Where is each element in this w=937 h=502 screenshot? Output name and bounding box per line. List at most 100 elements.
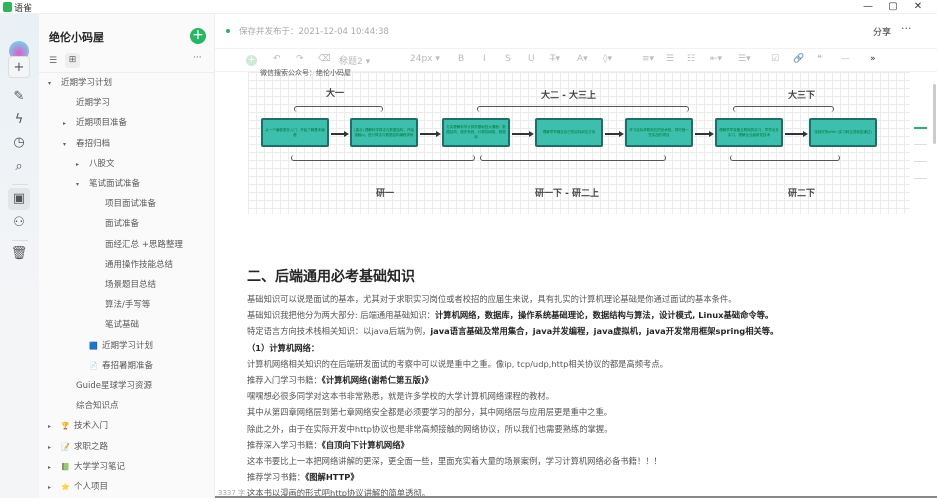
strikethrough-icon[interactable]: S xyxy=(505,54,511,64)
tree-item[interactable]: ▸近期项目准备 xyxy=(39,117,215,133)
close-button[interactable]: ✕ xyxy=(913,1,923,12)
document-body[interactable]: 二、后端通用必考基础知识 基础知识可以说是面试的基本，尤其对于求职实习岗位或者校… xyxy=(247,266,907,502)
caret-icon[interactable]: ▸ xyxy=(48,443,52,451)
text: 这本书以漫画的形式吧http协议讲解的简单透彻。 xyxy=(247,488,430,499)
brace xyxy=(294,106,383,112)
paragraph: 这本书以漫画的形式吧http协议讲解的简单透彻。 xyxy=(247,485,907,501)
scrollbar[interactable] xyxy=(933,84,936,144)
highlight-icon[interactable]: ◊▾ xyxy=(603,54,612,64)
font-size-select[interactable]: 24px ▾ xyxy=(410,54,440,64)
outline-item[interactable] xyxy=(914,127,927,129)
tree-item[interactable]: 近期学习 xyxy=(39,97,215,113)
tree-item[interactable]: 项目面试准备 xyxy=(39,198,215,214)
section-heading: 二、后端通用必考基础知识 xyxy=(247,269,415,285)
tree-item[interactable]: ▾笔试面试准备 xyxy=(39,178,215,194)
divider xyxy=(12,240,28,241)
underline-icon[interactable]: U xyxy=(528,54,535,64)
clock-icon[interactable]: ◷ xyxy=(13,135,25,150)
stage-label: 大一 xyxy=(326,89,345,99)
ordered-list-icon[interactable]: ☷ xyxy=(687,54,696,64)
title-bar: 语雀 — ▢ ✕ xyxy=(0,0,937,14)
plus-icon[interactable]: + xyxy=(8,56,30,78)
heading-select[interactable]: 标题2 ▾ xyxy=(339,57,371,67)
tree-item[interactable]: ▾春招归档 xyxy=(39,138,215,154)
caret-icon[interactable]: ▸ xyxy=(76,160,80,168)
bold-icon[interactable]: B xyxy=(458,54,465,64)
clear-format-icon[interactable]: T̶▾ xyxy=(550,54,561,64)
tree-item[interactable]: ▸八股文 xyxy=(39,158,215,174)
outline-panel xyxy=(910,72,937,502)
pen-icon[interactable]: ✎ xyxy=(13,89,25,104)
tree-item-label: 春招暑期准备 xyxy=(102,360,154,371)
tree-item[interactable]: Guide星球学习资源 xyxy=(39,380,215,396)
italic-icon[interactable]: I xyxy=(483,54,486,64)
group-icon[interactable]: ⚇ xyxy=(13,215,25,230)
outline-item[interactable] xyxy=(914,161,927,162)
tree-item[interactable]: 笔试基础 xyxy=(39,319,215,335)
knowledge-base-icon[interactable]: ▣ xyxy=(8,188,30,210)
trash-icon[interactable]: 🗑 xyxy=(10,246,28,261)
format-painter-icon[interactable]: ⌫ xyxy=(318,54,331,64)
tree-item[interactable]: ▸🏆技术入门 xyxy=(39,420,215,436)
paragraph: 推荐深入学习书籍：《自顶向下计算机网络》 xyxy=(247,437,907,453)
caret-icon[interactable]: ▾ xyxy=(76,181,80,188)
text: 推荐入门学习书籍： xyxy=(247,375,322,386)
tree-item[interactable]: ▸📝求职之路 xyxy=(39,441,215,457)
status-dot-icon xyxy=(226,29,230,33)
share-button[interactable]: 分享 xyxy=(873,28,892,38)
tree-item[interactable]: 📄春招暑期准备 xyxy=(39,360,215,376)
doc-emoji-icon: 📝 xyxy=(61,442,70,451)
caret-icon[interactable]: ▸ xyxy=(48,484,52,491)
diagram-box: 扎实理解科学计算机基础四大课程：数据结构、操作系统、计算机网络、数据库 xyxy=(442,118,510,147)
more-button[interactable]: ··· xyxy=(901,22,912,35)
tree-item[interactable]: 面试准备 xyxy=(39,218,215,234)
caret-icon[interactable]: ▾ xyxy=(63,140,67,148)
align-icon[interactable]: ≡▾ xyxy=(642,54,655,64)
tree-item[interactable]: ▾近期学习计划 xyxy=(39,77,215,93)
tree-item[interactable]: 面经汇总 +思路整理 xyxy=(39,239,215,255)
redo-icon[interactable]: ↷ xyxy=(296,54,304,64)
list-view-icon[interactable]: ☰ xyxy=(49,56,58,66)
bold-text: java语言基础及常用集合，java并发编程，java虚拟机，java开发常用框… xyxy=(430,326,779,337)
undo-icon[interactable]: ↶ xyxy=(273,54,281,64)
font-color-icon[interactable]: A▾ xyxy=(577,54,588,64)
save-status: 保存并发布于：2021-12-04 10:44:38 xyxy=(239,27,389,37)
tree-item[interactable]: 场景题目总结 xyxy=(39,279,215,295)
divider-icon[interactable]: — xyxy=(841,54,850,64)
quote-icon[interactable]: ❝ xyxy=(817,54,822,64)
caret-icon[interactable]: ▸ xyxy=(63,120,67,128)
tree-item-label: 面经汇总 +思路整理 xyxy=(105,239,183,250)
more-button[interactable]: ··· xyxy=(193,53,202,63)
tree-item[interactable]: 通用操作技能总结 xyxy=(39,259,215,275)
tree-item[interactable]: 综合知识点 xyxy=(39,400,215,416)
plus-circle-icon[interactable]: + xyxy=(190,28,206,44)
more-tools-icon[interactable]: » xyxy=(870,54,876,64)
doc-emoji-icon: ⭐ xyxy=(61,483,70,491)
line-height-icon[interactable]: ☰▾ xyxy=(738,54,751,64)
doc-emoji-icon: 📗 xyxy=(61,462,70,471)
caret-icon[interactable]: ▾ xyxy=(48,80,52,87)
bullet-list-icon[interactable]: ☰ xyxy=(666,54,675,64)
outline-item[interactable] xyxy=(914,144,927,145)
outline-item[interactable] xyxy=(914,178,927,179)
eraser-icon[interactable]: ◇ xyxy=(340,54,347,64)
link-icon[interactable]: 🔗 xyxy=(793,54,805,64)
insert-icon[interactable]: + xyxy=(246,55,257,66)
tree-item[interactable]: 算法/手写等 xyxy=(39,299,215,315)
search-icon[interactable]: ⌕ xyxy=(15,159,23,174)
caret-icon[interactable]: ▸ xyxy=(48,463,52,471)
roadmap-diagram[interactable]: 微信搜索公众号：绝伦小码屋 从一个编程语言入门，开始了解基本编程(重点) 理解科… xyxy=(248,69,910,214)
arrow xyxy=(695,131,714,136)
tree-item[interactable]: 🟦近期学习计划 xyxy=(39,340,215,356)
tree-item[interactable]: ▸📗大学学习笔记 xyxy=(39,461,215,477)
checkbox-icon[interactable]: ☑ xyxy=(771,54,780,64)
minimize-button[interactable]: — xyxy=(863,1,873,12)
tree-view-icon[interactable]: ⊞ xyxy=(65,53,80,68)
tree-item[interactable]: ▸⭐个人项目 xyxy=(39,481,215,497)
indent-icon[interactable]: ⇤▾ xyxy=(710,54,723,64)
caret-icon[interactable]: ▸ xyxy=(48,423,52,431)
maximize-button[interactable]: ▢ xyxy=(888,1,898,12)
lightning-icon[interactable]: ϟ xyxy=(14,112,24,127)
text: 其中从第四章网络层到第七章网络安全都是必须要学习的部分，其中网络层与应用层更是重… xyxy=(247,407,613,418)
icon-rail: + ✎ ϟ ◷ ⌕ ▣ ⚇ 🗑 xyxy=(0,14,39,498)
